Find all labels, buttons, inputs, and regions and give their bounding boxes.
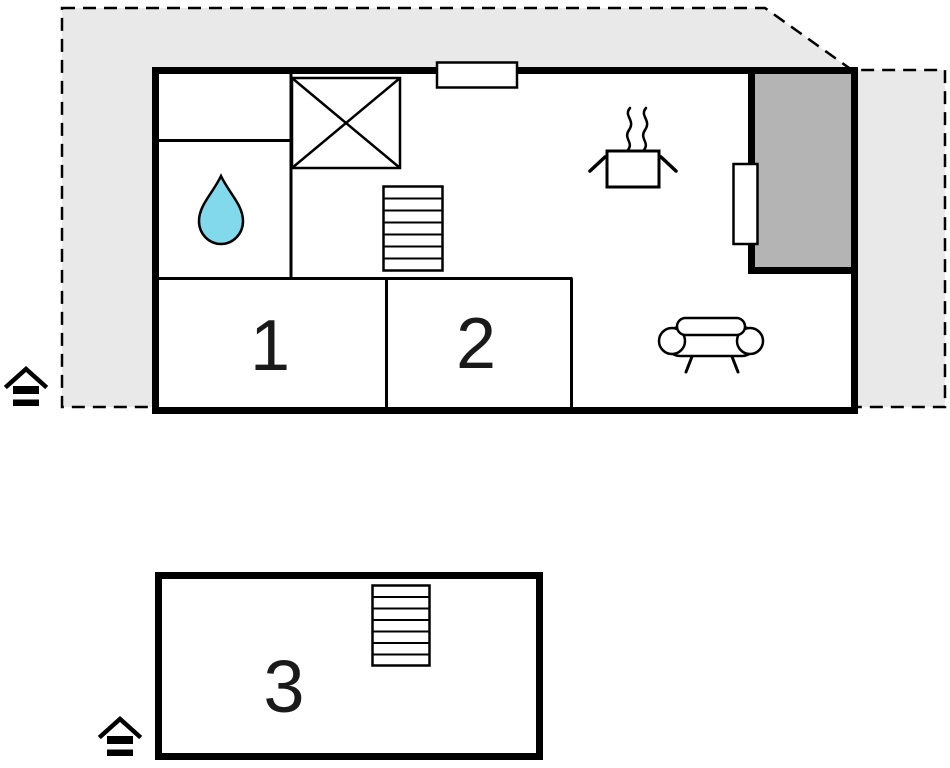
sofa-icon — [657, 316, 765, 374]
stairs-main-icon — [382, 185, 444, 272]
stairs-lower-icon — [371, 584, 431, 667]
covered-terrace — [755, 74, 851, 267]
steam-icon — [641, 106, 649, 152]
room-3-label: 3 — [263, 645, 304, 728]
water-drop-icon — [197, 173, 245, 246]
window-right — [732, 162, 759, 246]
lower-floor: 3 — [155, 572, 543, 760]
lower-floor-walls — [155, 572, 543, 760]
room-1-label: 1 — [250, 306, 290, 386]
room-2-label: 2 — [456, 304, 496, 384]
entrance-icon-main — [7, 369, 45, 406]
stove-icon — [588, 106, 678, 189]
main-floor: 1 2 — [152, 61, 858, 414]
steam-icon — [625, 106, 633, 152]
window-top — [435, 61, 519, 89]
entrance-icon-lower — [101, 719, 139, 756]
shower-icon — [290, 76, 402, 170]
